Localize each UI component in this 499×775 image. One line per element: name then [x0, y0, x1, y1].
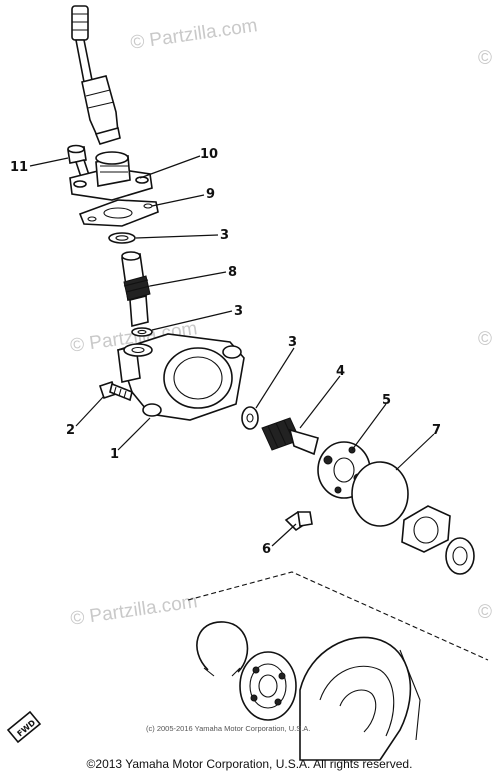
gear-housing-10	[69, 151, 153, 201]
callout-11: 11	[10, 160, 28, 175]
circlip	[196, 621, 249, 677]
callout-10: 10	[200, 147, 218, 162]
leader-lines	[29, 155, 435, 547]
washer-far-right	[445, 537, 475, 575]
gear-box-1	[116, 333, 245, 421]
bolt-2	[98, 380, 133, 402]
callout-5: 5	[382, 393, 391, 408]
watermark-edge-top: ©	[478, 48, 492, 69]
drive-gear-4	[261, 417, 319, 456]
speedometer-cable	[71, 5, 121, 145]
watermark-bottom: © Partzilla.com	[69, 591, 199, 630]
fwd-arrow: FWD	[6, 710, 42, 744]
callout-2: 2	[66, 423, 75, 438]
callout-4: 4	[336, 364, 345, 379]
driven-gear-8	[121, 251, 151, 328]
copyright-footer: ©2013 Yamaha Motor Corporation, U.S.A. A…	[86, 757, 413, 771]
callout-3-b: 3	[234, 304, 243, 319]
callout-7: 7	[432, 423, 441, 438]
callout-3-c: 3	[288, 335, 297, 350]
small-copyright: (c) 2005-2016 Yamaha Motor Corporation, …	[146, 724, 310, 733]
washer-3-upper	[108, 232, 136, 244]
watermark-edge-mid: ©	[478, 329, 492, 350]
screw-6	[284, 510, 313, 532]
gasket-9	[78, 199, 159, 227]
watermark-top: © Partzilla.com	[129, 15, 259, 54]
subassembly-boundary	[187, 571, 489, 661]
washer-3-right	[241, 406, 259, 430]
wheel-hub	[299, 636, 421, 761]
washer-3-middle	[131, 327, 153, 337]
watermark-edge-bottom: ©	[478, 602, 492, 623]
o-ring-7	[351, 461, 409, 527]
callout-6: 6	[262, 542, 271, 557]
callout-3-a: 3	[220, 228, 229, 243]
bearing	[239, 651, 297, 721]
callout-9: 9	[206, 187, 215, 202]
callout-8: 8	[228, 265, 237, 280]
callout-1: 1	[110, 447, 119, 462]
axle-nut	[401, 505, 451, 553]
